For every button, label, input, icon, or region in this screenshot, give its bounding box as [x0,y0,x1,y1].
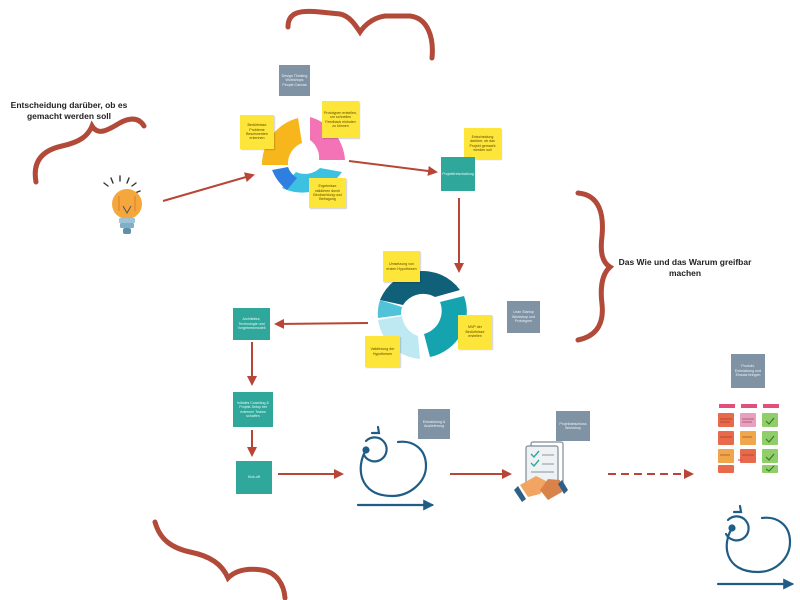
teal-note-project-release: Projektfreischaltung [441,157,475,191]
lightbulb-icon [103,175,142,234]
scrum-cycle-icon-bottom [716,504,795,590]
kanban-board-icon [718,404,779,473]
curly-brace-right [575,190,615,343]
scrum-cycle-icon [356,425,435,511]
teal-note-architecture: Architektur, Technologie und Vorgehensmo… [233,308,270,340]
sticky-note-needs: Bedürfnisse Probleme Beschwerden erkenne… [240,115,274,149]
cycle-top-segment-yellow [261,118,302,165]
curly-brace-top [285,8,435,61]
slate-note-development: Entwicklung & Auslieferung [418,409,450,439]
arrow-cycle-to-left [274,318,369,329]
sticky-note-mvp: MVP der Bedürfnisse erstellen [458,315,492,349]
decision-label: Entscheidung darüber, ob es gemacht werd… [10,100,128,122]
slate-note-product: Produkt-Entwicklung und Einsatz bringen [731,354,765,388]
handshake-contract-icon [514,441,568,502]
slate-note-lean-startup: Lean Startup Workshop und Prototypen [507,301,540,333]
sticky-note-hypotheses: Umsetzung von ersten Hypothesen [383,251,420,282]
curly-brace-bottom [152,519,288,600]
sticky-note-validate-results: Ergebnisse validieren durch Beobachtung … [309,178,346,208]
sticky-note-prototypes: Prototypen erstellen, um schnelles Feedb… [322,101,359,138]
curly-brace-left [32,116,147,185]
sticky-note-validation: Validierung der Hypothesen [365,336,400,367]
cycle-top-segment-pink [310,117,345,160]
teal-note-kickoff: Kick-off [236,461,272,494]
sticky-note-decision: Entscheidung darüber, ob das Projekt gem… [464,128,501,159]
arrow-bulb-to-cycle [162,172,255,202]
cycle-mid-segment-teal [424,296,467,357]
arrow-cycle-to-project [348,160,438,176]
slate-note-design-thinking: Design Thinking Workshops People Canvas [279,65,310,96]
teal-note-coaching-setup: Initiales Coaching & Projekt-Setup bei e… [233,392,273,427]
how-why-label: Das Wie und das Warum greifbar machen [618,257,752,279]
cycle-mid-segment-sky [377,300,402,318]
cycle-top-segment-blue [272,167,297,190]
slate-note-project-workshop: Projektabschluss Workshop [556,411,590,441]
